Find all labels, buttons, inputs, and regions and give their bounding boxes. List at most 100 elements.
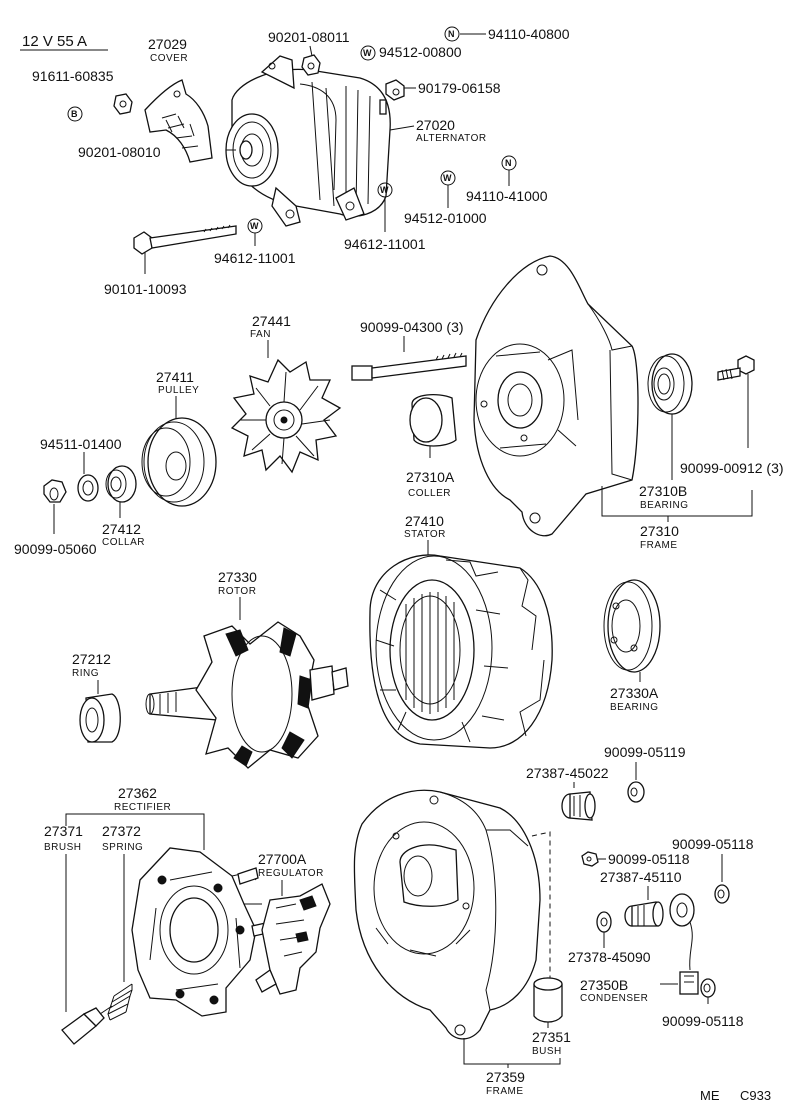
part-27310B-label: 27310B [639, 483, 687, 499]
nut-90179-06158-drawing [385, 79, 405, 101]
part-27372-name: SPRING [102, 842, 143, 853]
part-94110-41000-label: 94110-41000 [466, 188, 548, 204]
part-27700A-label: 27700A [258, 851, 307, 867]
leader-90201-08011 [309, 45, 313, 57]
frame-27310-drawing [473, 255, 639, 537]
collar-27412-drawing [105, 465, 137, 503]
part-27020-label: 27020 [416, 117, 455, 133]
rectifier-27362-drawing [131, 847, 273, 1017]
part-27351-label: 27351 [532, 1029, 571, 1045]
svg-text:B: B [71, 109, 78, 119]
part-27310B-name: BEARING [640, 500, 689, 511]
part-27330-label: 27330 [218, 569, 257, 585]
nut-90099-05060-drawing [43, 479, 67, 503]
part-27410-label: 27410 [405, 513, 444, 529]
part-27412-name: COLLAR [102, 537, 145, 548]
rectifier-27362-bracket [65, 813, 205, 850]
svg-text:W: W [363, 48, 372, 58]
part-94612-11001-label-right: 94612-11001 [344, 236, 426, 252]
bolt-90099-04300-drawing [351, 352, 467, 381]
svg-text:N: N [505, 158, 512, 168]
part-27310A-name: COLLER [408, 488, 451, 499]
part-27411-name: PULLEY [158, 385, 199, 396]
part-27330A-name: BEARING [610, 702, 659, 713]
svg-text:W: W [443, 173, 452, 183]
svg-text:W: W [250, 221, 259, 231]
frame-27359-drawing [353, 789, 541, 1040]
part-27212-name: RING [72, 668, 99, 679]
part-27387-45022-label: 27387-45022 [526, 765, 609, 781]
part-27371-name: BRUSH [44, 842, 82, 853]
brush-27371-drawing [61, 1005, 113, 1045]
washer-symbol-icon: W [377, 182, 393, 198]
part-94511-01400-label: 94511-01400 [40, 436, 122, 452]
nut-symbol-icon: N [444, 26, 460, 42]
part-27410-name: STATOR [404, 529, 446, 540]
svg-text:W: W [380, 185, 389, 195]
bush-27351-drawing [533, 977, 563, 1023]
part-27330-name: ROTOR [218, 586, 256, 597]
part-27310-name: FRAME [640, 540, 678, 551]
nut-90099-05118-c-drawing [700, 978, 716, 998]
part-27362-name: RECTIFIER [114, 802, 171, 813]
part-27441-name: FAN [250, 329, 271, 340]
part-27372-label: 27372 [102, 823, 141, 839]
part-90099-05118-label-b: 90099-05118 [672, 836, 754, 852]
part-90099-00912-label: 90099-00912 (3) [680, 460, 784, 476]
ring-27212-drawing [79, 693, 121, 743]
leader-27020 [389, 125, 415, 131]
part-27359-name: FRAME [486, 1086, 524, 1097]
terminal-27387-45110-drawing [624, 901, 664, 927]
terminal-27387-45022-drawing [561, 791, 596, 821]
part-27412-label: 27412 [102, 521, 141, 537]
condenser-27350B-drawing [669, 893, 699, 995]
bolt-90099-00912-drawing [717, 355, 755, 381]
part-27351-name: BUSH [532, 1046, 562, 1057]
part-27362-label: 27362 [118, 785, 157, 801]
washer-90201-08010-drawing [113, 93, 133, 115]
part-90099-04300-label: 90099-04300 (3) [360, 319, 464, 335]
part-27330A-label: 27330A [610, 685, 659, 701]
part-90201-08011-label: 90201-08011 [268, 29, 350, 45]
part-27359-label: 27359 [486, 1069, 525, 1085]
stator-27410-drawing [369, 554, 553, 749]
part-94110-40800-label: 94110-40800 [488, 26, 570, 42]
rotor-27330-drawing [145, 621, 349, 769]
part-27441-label: 27441 [252, 313, 291, 329]
bolt-90101-10093-drawing [133, 224, 237, 255]
part-94512-01000-label: 94512-01000 [404, 210, 487, 226]
part-27350B-label: 27350B [580, 977, 628, 993]
part-27378-45090-label: 27378-45090 [568, 949, 651, 965]
frame-27310-bracket [601, 486, 753, 517]
part-90179-06158-label: 90179-06158 [418, 80, 501, 96]
part-94612-11001-label-left: 94612-11001 [214, 250, 296, 266]
cover-27029-drawing [144, 79, 213, 163]
part-27350B-name: CONDENSER [580, 993, 648, 1004]
pulley-27411-drawing [141, 417, 217, 507]
part-90099-05119-label: 90099-05119 [604, 744, 686, 760]
bearing-27310B-drawing [647, 353, 693, 415]
voltage-rating-label: 12 V 55 A [22, 33, 87, 50]
part-27371-label: 27371 [44, 823, 83, 839]
washer-94511-01400-drawing [77, 474, 99, 502]
part-27700A-name: REGULATOR [258, 868, 324, 879]
part-27020-name: ALTERNATOR [416, 133, 487, 144]
part-90099-05118-label-a: 90099-05118 [608, 851, 690, 867]
svg-text:N: N [448, 29, 455, 39]
washer-symbol-icon: W [247, 218, 263, 234]
part-27310-label: 27310 [640, 523, 679, 539]
nut-90099-05118-a-drawing [581, 851, 599, 867]
nut-90099-05119-drawing [627, 781, 645, 803]
regulator-27700A-drawing [255, 883, 331, 995]
fan-27441-drawing [230, 358, 342, 474]
washer-90201-08011-drawing [301, 54, 321, 76]
part-27212-label: 27212 [72, 651, 111, 667]
alternator-27020-drawing [225, 55, 391, 227]
coller-27310A-drawing [409, 393, 457, 447]
frame-27359-bracket [463, 1038, 561, 1065]
assembly-dashed-line [531, 831, 551, 1007]
part-94512-00800-label: 94512-00800 [379, 44, 462, 60]
part-90099-05060-label: 90099-05060 [14, 541, 97, 557]
